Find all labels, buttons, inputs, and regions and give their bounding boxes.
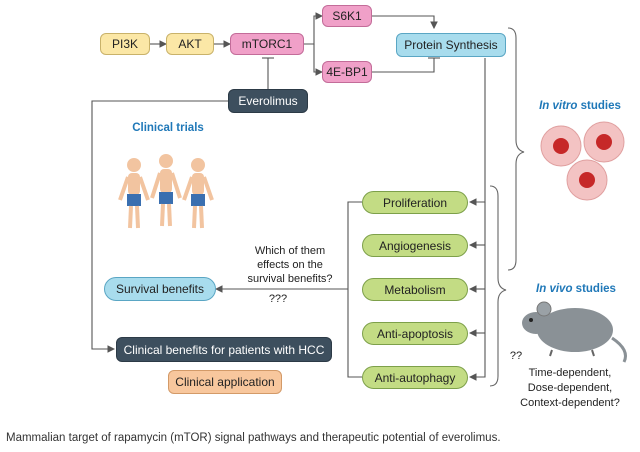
patients-illustration <box>118 154 214 229</box>
label-in-vivo-rest: studies <box>572 283 616 295</box>
node-anti-apoptosis: Anti-apoptosis <box>362 322 468 345</box>
node-metabolism: Metabolism <box>362 278 468 301</box>
label-in-vitro: In vitro studies <box>530 100 630 112</box>
figure-caption: Mammalian target of rapamycin (mTOR) sig… <box>6 432 501 444</box>
arrow-synthesis-effects <box>468 58 486 206</box>
node-everolimus: Everolimus <box>228 89 308 113</box>
label-question: Which of them effects on the survival be… <box>234 244 346 286</box>
node-clinical-benefits: Clinical benefits for patients with HCC <box>116 337 332 362</box>
node-anti-autophagy: Anti-autophagy <box>362 366 468 389</box>
label-question-marks: ??? <box>268 293 288 305</box>
label-question-line3: survival benefits? <box>247 273 333 285</box>
label-clinical-trials: Clinical trials <box>132 122 204 134</box>
label-time-dependent: Time-dependent, <box>528 367 612 379</box>
node-akt: AKT <box>166 33 214 55</box>
arrow-to-anti-autophagy <box>468 202 486 381</box>
label-question-line2: effects on the <box>257 259 323 271</box>
node-protein-synthesis: Protein Synthesis <box>396 33 506 57</box>
label-dependency: Time-dependent, Dose-dependent, Context-… <box>510 366 630 411</box>
label-in-vivo-em: In vivo <box>536 283 573 295</box>
label-in-vitro-rest: studies <box>577 100 621 112</box>
arrow-s6k1-synthesis <box>372 15 438 30</box>
node-pi3k: PI3K <box>100 33 150 55</box>
effects-left-bracket <box>347 201 362 378</box>
arrow-everolimus-clinical <box>91 100 228 353</box>
label-in-vivo: In vivo studies <box>524 283 628 295</box>
brace-in-vivo <box>489 185 507 387</box>
label-dose-dependent: Dose-dependent, <box>527 382 613 394</box>
node-proliferation: Proliferation <box>362 191 468 214</box>
node-angiogenesis: Angiogenesis <box>362 234 468 257</box>
arrow-mtorc1-4ebp1 <box>313 44 324 76</box>
arrow-mtorc1-s6k1 <box>304 12 324 45</box>
label-double-question: ?? <box>509 350 523 362</box>
label-in-vitro-em: In vitro <box>539 100 578 112</box>
node-mtorc1: mTORC1 <box>230 33 304 55</box>
node-survival-benefits: Survival benefits <box>104 277 216 301</box>
label-question-line1: Which of them <box>254 245 326 257</box>
node-4e-bp1: 4E-BP1 <box>322 61 372 83</box>
inhibit-4ebp1-synthesis <box>372 58 435 73</box>
brace-in-vitro <box>507 27 525 271</box>
mouse-illustration <box>522 301 627 363</box>
in-vitro-cells-illustration <box>540 121 625 201</box>
node-s6k1: S6K1 <box>322 5 372 27</box>
label-context-dependent: Context-dependent? <box>520 397 620 409</box>
node-clinical-application: Clinical application <box>168 370 282 394</box>
